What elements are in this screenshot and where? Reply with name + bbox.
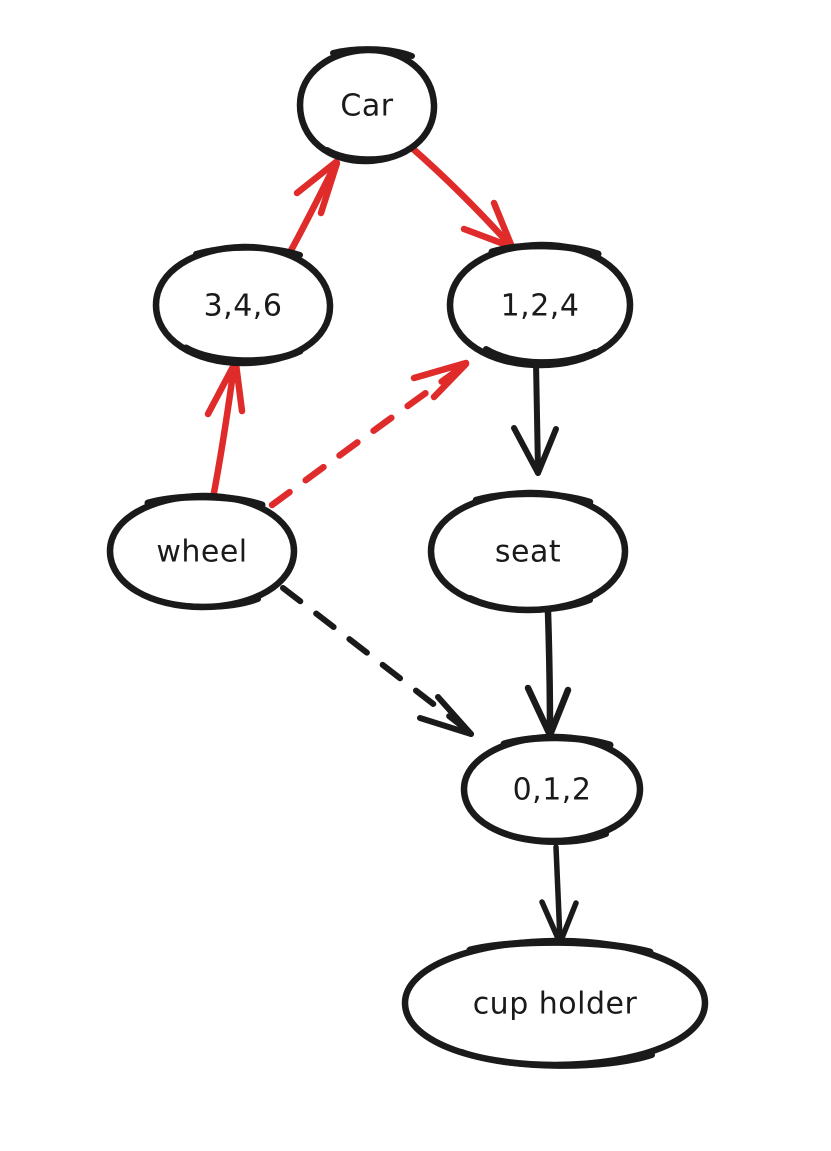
node-label: wheel: [156, 535, 247, 570]
edge-wheel-to-set124-dashed: [268, 359, 470, 509]
edge-line: [284, 161, 339, 260]
node-set124[interactable]: 1,2,4: [446, 241, 634, 369]
node-outline-overstroke: [488, 242, 602, 258]
arrowhead-right-barb: [490, 199, 516, 251]
node-cupholder[interactable]: cup holder: [401, 937, 709, 1069]
node-label: 0,1,2: [513, 773, 592, 808]
node-outline-overstroke-bottom: [497, 829, 609, 845]
node-set346[interactable]: 3,4,6: [152, 243, 334, 367]
node-car[interactable]: Car: [296, 46, 438, 165]
edge-car-to-set124: [408, 144, 516, 251]
edge-seat-to-set012: [524, 608, 572, 739]
edge-set124-to-seat: [511, 359, 559, 476]
node-outline-overstroke-bottom: [143, 593, 261, 610]
edge-set346-to-car: [284, 158, 341, 260]
node-outline-overstroke: [472, 490, 594, 506]
edge-wheel-to-set012-dashed: [280, 585, 474, 737]
edge-line: [533, 359, 541, 473]
node-seat[interactable]: seat: [427, 489, 629, 614]
node-outline-overstroke-bottom: [324, 147, 408, 163]
edge-line: [280, 585, 470, 733]
node-outline-overstroke-bottom: [459, 1049, 655, 1069]
arrowhead-right-barb: [232, 360, 246, 415]
arrowhead-right-barb: [430, 360, 470, 401]
node-label: Car: [340, 89, 393, 124]
arrowhead-left-barb: [524, 684, 554, 739]
node-outline-overstroke-bottom: [467, 595, 593, 613]
node-wheel[interactable]: wheel: [106, 492, 298, 611]
edge-line: [209, 362, 238, 502]
arrowhead-left-barb: [410, 359, 470, 382]
node-outline-overstroke-bottom: [483, 346, 598, 366]
node-label: cup holder: [473, 987, 638, 1022]
node-label: 3,4,6: [204, 289, 283, 324]
node-outline-overstroke-bottom: [182, 344, 304, 365]
node-outline-overstroke: [193, 244, 303, 258]
node-label: seat: [495, 535, 561, 570]
edge-wheel-to-set346: [204, 359, 246, 502]
node-outline-overstroke: [144, 493, 266, 509]
node-outline-overstroke: [330, 46, 415, 59]
arrowhead-left-barb: [435, 694, 474, 737]
edge-set012-to-cupholder: [539, 844, 579, 946]
node-set012[interactable]: 0,1,2: [460, 733, 644, 845]
arrowhead-left-barb: [293, 158, 340, 197]
arrowhead-right-barb: [557, 900, 579, 946]
arrowhead-right-barb: [417, 715, 474, 737]
arrowhead-left-barb: [204, 359, 239, 418]
arrowhead-right-barb: [317, 159, 341, 217]
node-outline-overstroke: [500, 734, 614, 749]
edge-line: [408, 144, 514, 249]
arrowhead-right-barb: [546, 686, 572, 739]
node-outline-overstroke: [466, 938, 654, 956]
arrowhead-left-barb: [539, 899, 563, 946]
arrowhead-left-barb: [460, 225, 516, 251]
edge-line: [553, 844, 563, 943]
edge-line: [544, 608, 554, 736]
arrowhead-left-barb: [511, 425, 541, 476]
node-label: 1,2,4: [501, 289, 580, 324]
edge-line: [268, 363, 466, 509]
arrowhead-right-barb: [535, 426, 559, 476]
